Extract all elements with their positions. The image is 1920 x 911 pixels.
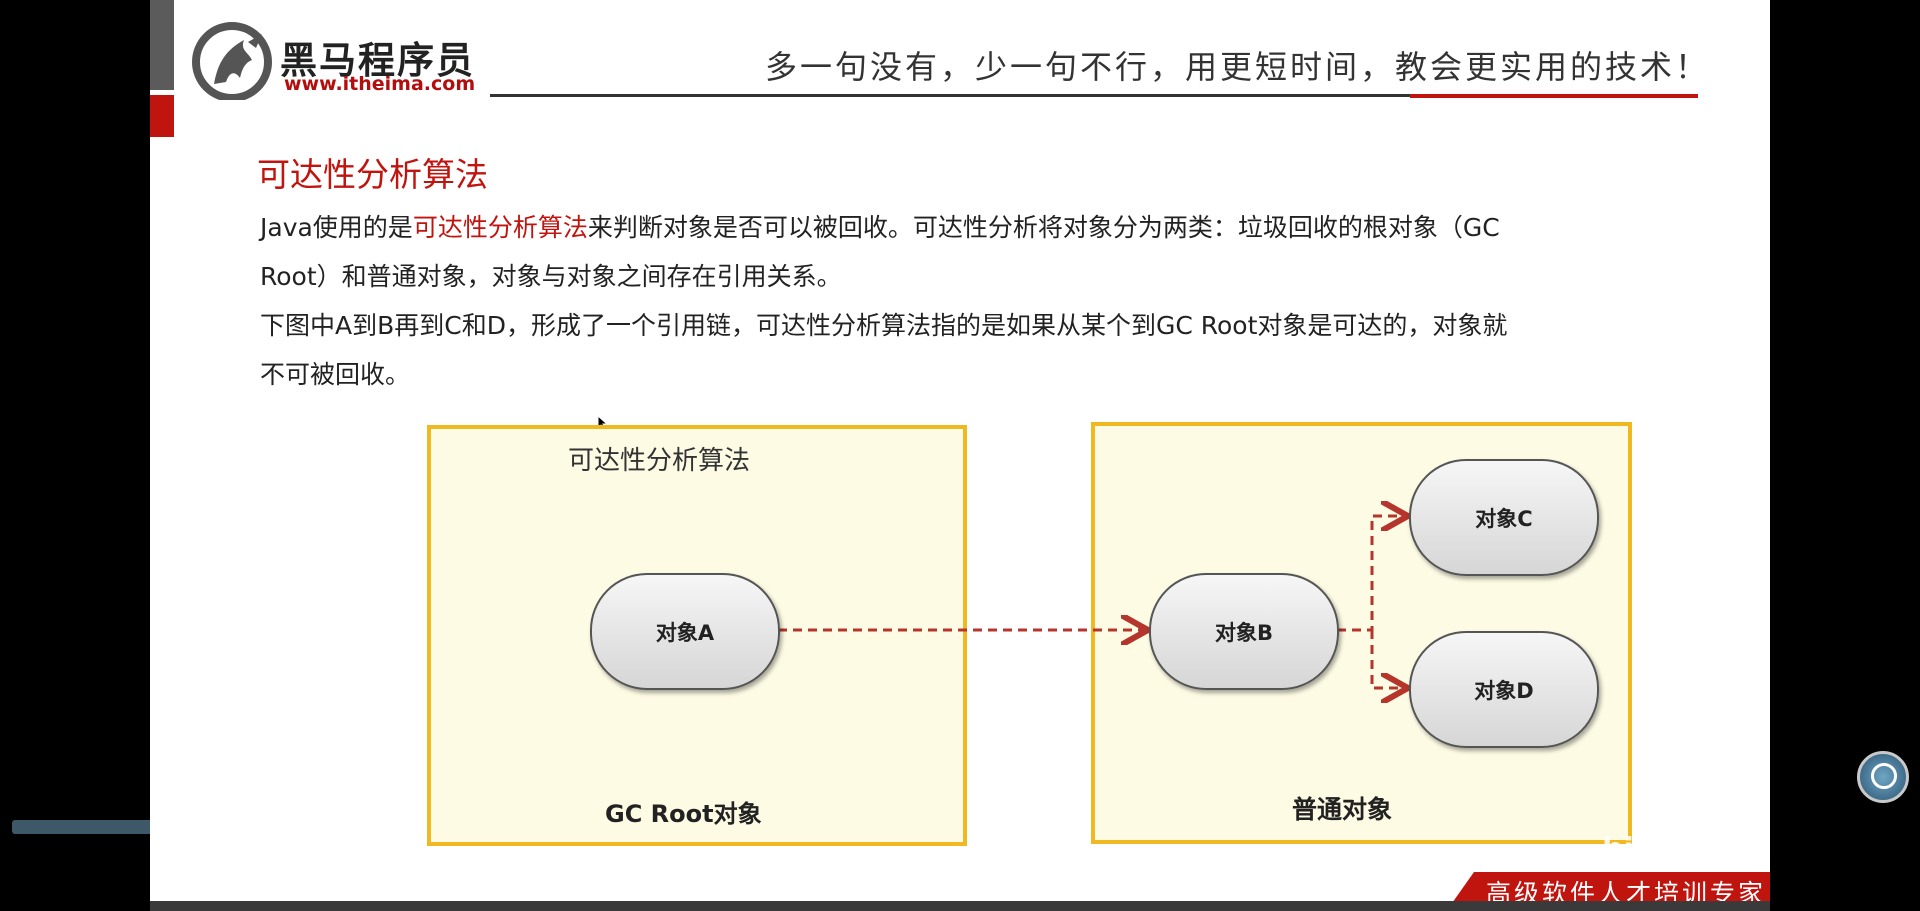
object-d-node: 对象D [1409,631,1599,748]
para1-prefix: Java使用的是 [260,213,413,242]
header-divider-accent [1410,94,1698,98]
left-accent-bar-red [150,95,174,137]
diagram-title: 可达性分析算法 [568,446,751,476]
object-c-node: 对象C [1409,459,1599,576]
object-a-node: 对象A [590,573,780,690]
footer-banner [1450,872,1770,906]
para1-highlight: 可达性分析算法 [412,213,588,242]
para1-line2: Root）和普通对象，对象与对象之间存在引用关系。 [260,262,842,291]
header-divider [490,94,1698,97]
player-progress-indicator[interactable] [12,820,158,834]
floating-assistant-icon[interactable] [1857,751,1909,803]
slogan: 多一句没有，少一句不行，用更短时间，教会更实用的技术！ [765,48,1711,86]
bottom-bar [150,901,1770,911]
object-b-node: 对象B [1149,573,1339,690]
left-accent-bar [150,0,174,90]
brand-name: 黑马程序员 [280,39,475,82]
slide: 黑马程序员 www.itheima.com 多一句没有，少一句不行，用更短时间，… [150,0,1770,911]
gc-root-caption: GC Root对象 [605,800,762,828]
para2-line2: 不可被回收。 [260,360,411,389]
slide-title: 可达性分析算法 [257,155,488,194]
para2-line1: 下图中A到B再到C和D，形成了一个引用链，可达性分析算法指的是如果从某个到GC … [260,311,1508,340]
paragraph-definition: Java使用的是可达性分析算法来判断对象是否可以被回收。可达性分析将对象分为两类… [260,203,1660,301]
assistant-glyph-icon [1871,763,1897,789]
brand-url: www.itheima.com [284,73,476,95]
para1-line1-rest: 来判断对象是否可以被回收。可达性分析将对象分为两类：垃圾回收的根对象（GC [587,213,1500,242]
paragraph-explanation: 下图中A到B再到C和D，形成了一个引用链，可达性分析算法指的是如果从某个到GC … [260,301,1660,399]
normal-objects-caption: 普通对象 [1292,795,1393,824]
horse-logo-icon [192,22,272,100]
bilibili-watermark: bilibili [1602,832,1707,867]
